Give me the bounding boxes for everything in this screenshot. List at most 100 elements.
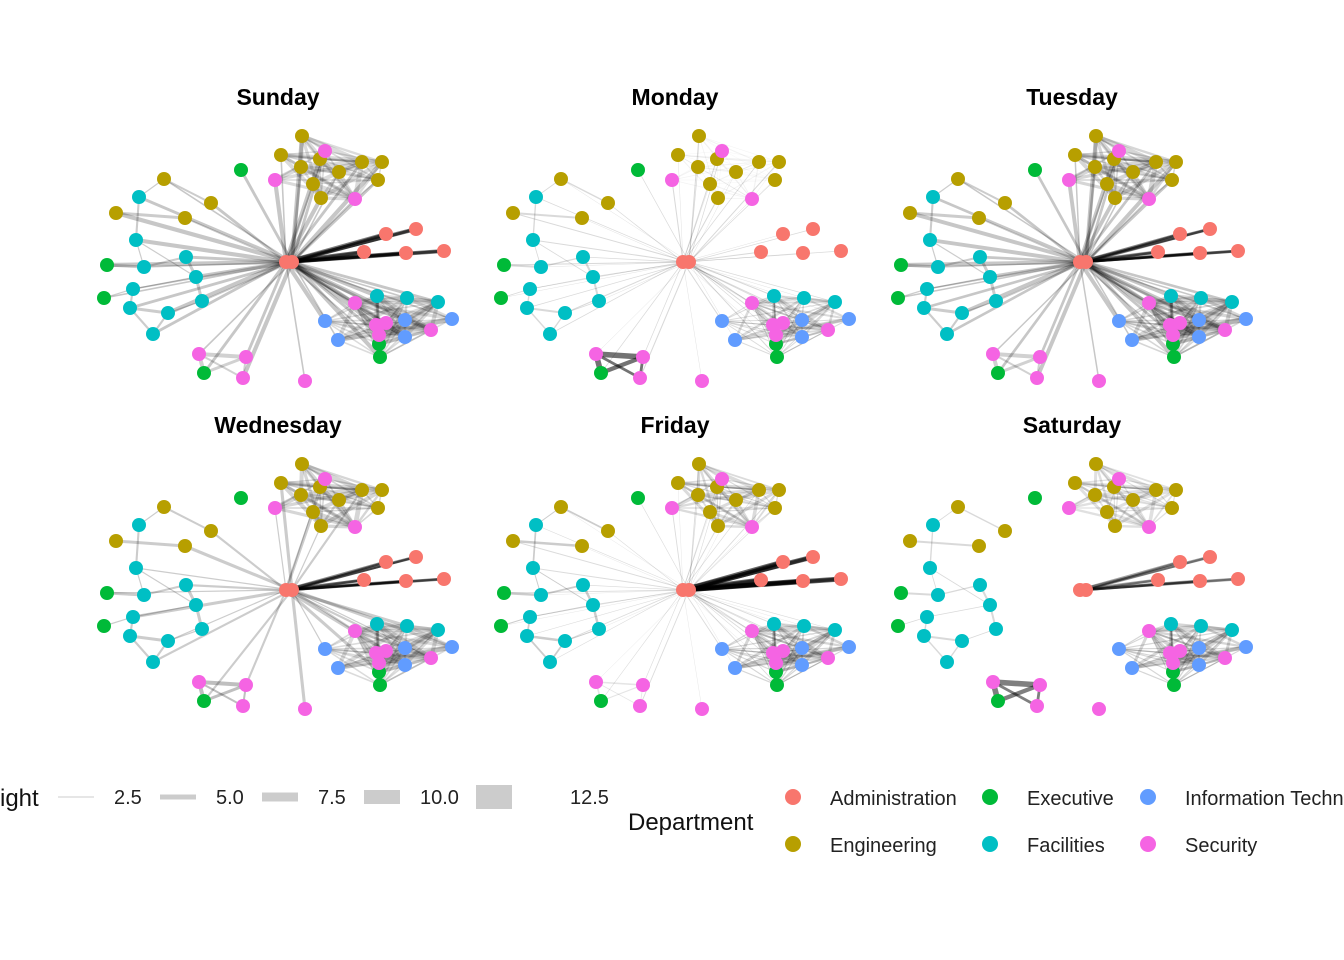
edge	[776, 319, 803, 358]
edge	[709, 507, 776, 513]
edge	[274, 507, 287, 591]
edge	[385, 646, 453, 652]
node-engineering	[375, 155, 389, 169]
edge	[526, 261, 690, 309]
edge	[996, 355, 1042, 375]
edge	[202, 355, 248, 375]
edge	[992, 353, 1038, 379]
edge	[549, 261, 684, 335]
node-engineering	[1108, 519, 1122, 533]
node-administration	[357, 573, 371, 587]
edge	[312, 507, 379, 513]
edge	[131, 588, 294, 619]
node-facilities	[576, 250, 590, 264]
edge	[353, 301, 454, 321]
department-key-dot	[785, 789, 801, 805]
node-engineering	[768, 173, 782, 187]
edge	[709, 179, 776, 185]
edge	[721, 648, 778, 686]
node-engineering	[332, 165, 346, 179]
edge	[284, 588, 388, 653]
edge	[1085, 261, 1133, 341]
edge	[532, 196, 537, 241]
edge	[301, 463, 379, 509]
edge	[734, 667, 778, 686]
edge	[324, 478, 383, 491]
edge	[290, 560, 388, 592]
node-facilities	[917, 301, 931, 315]
edge	[335, 316, 455, 343]
edge	[1113, 158, 1157, 163]
edge	[957, 506, 1006, 532]
edge	[677, 482, 753, 528]
edge	[1084, 178, 1174, 264]
edge	[197, 352, 248, 359]
node-engineering	[157, 500, 171, 514]
edge	[598, 354, 646, 376]
edge	[682, 589, 805, 627]
node-engineering	[1149, 155, 1163, 169]
edge	[688, 526, 753, 591]
edge	[598, 261, 690, 302]
edge	[677, 478, 723, 484]
edge	[992, 261, 1087, 355]
node-security	[695, 702, 709, 716]
edge	[642, 261, 684, 358]
edge	[319, 486, 363, 491]
nodes	[494, 129, 856, 388]
node-facilities	[828, 623, 842, 637]
edge	[324, 320, 406, 338]
edge	[682, 589, 784, 652]
edge	[379, 629, 439, 686]
node-facilities	[926, 190, 940, 204]
edge	[193, 259, 295, 280]
edge	[581, 545, 684, 591]
edge	[1105, 182, 1151, 201]
edge	[535, 524, 690, 591]
node-facilities	[526, 233, 540, 247]
edge	[595, 681, 644, 686]
edges	[103, 461, 455, 711]
edge	[1093, 133, 1159, 165]
node-engineering	[752, 155, 766, 169]
edge	[782, 318, 850, 324]
edge	[926, 261, 1081, 290]
edge	[696, 488, 761, 497]
edge	[721, 648, 803, 666]
edge	[1078, 555, 1212, 592]
node-executive	[100, 586, 114, 600]
node-administration	[1151, 245, 1165, 259]
edge	[529, 261, 684, 290]
node-administration	[1231, 572, 1245, 586]
edge	[721, 150, 780, 163]
node-facilities	[132, 518, 146, 532]
node-facilities	[534, 260, 548, 274]
node-security	[1062, 501, 1076, 515]
node-engineering	[703, 505, 717, 519]
edge	[682, 511, 711, 591]
edge	[284, 579, 408, 592]
node-security	[589, 347, 603, 361]
edge	[134, 523, 141, 570]
edge	[688, 489, 780, 591]
weight-key-label: 7.5	[318, 787, 346, 809]
edge	[312, 179, 379, 185]
node-engineering	[972, 539, 986, 553]
edge	[114, 211, 187, 220]
edge	[682, 589, 850, 648]
edge	[1084, 250, 1160, 264]
edge	[290, 588, 357, 633]
edge	[782, 646, 850, 652]
edge	[716, 488, 781, 528]
node-security	[1112, 144, 1126, 158]
edge	[773, 623, 803, 666]
department-key-dot	[1140, 836, 1156, 852]
edge	[162, 177, 213, 205]
nodes	[97, 457, 459, 716]
node-facilities	[195, 294, 209, 308]
edge	[353, 300, 440, 305]
edge	[988, 260, 1088, 279]
node-engineering	[711, 519, 725, 533]
edge	[301, 135, 379, 181]
